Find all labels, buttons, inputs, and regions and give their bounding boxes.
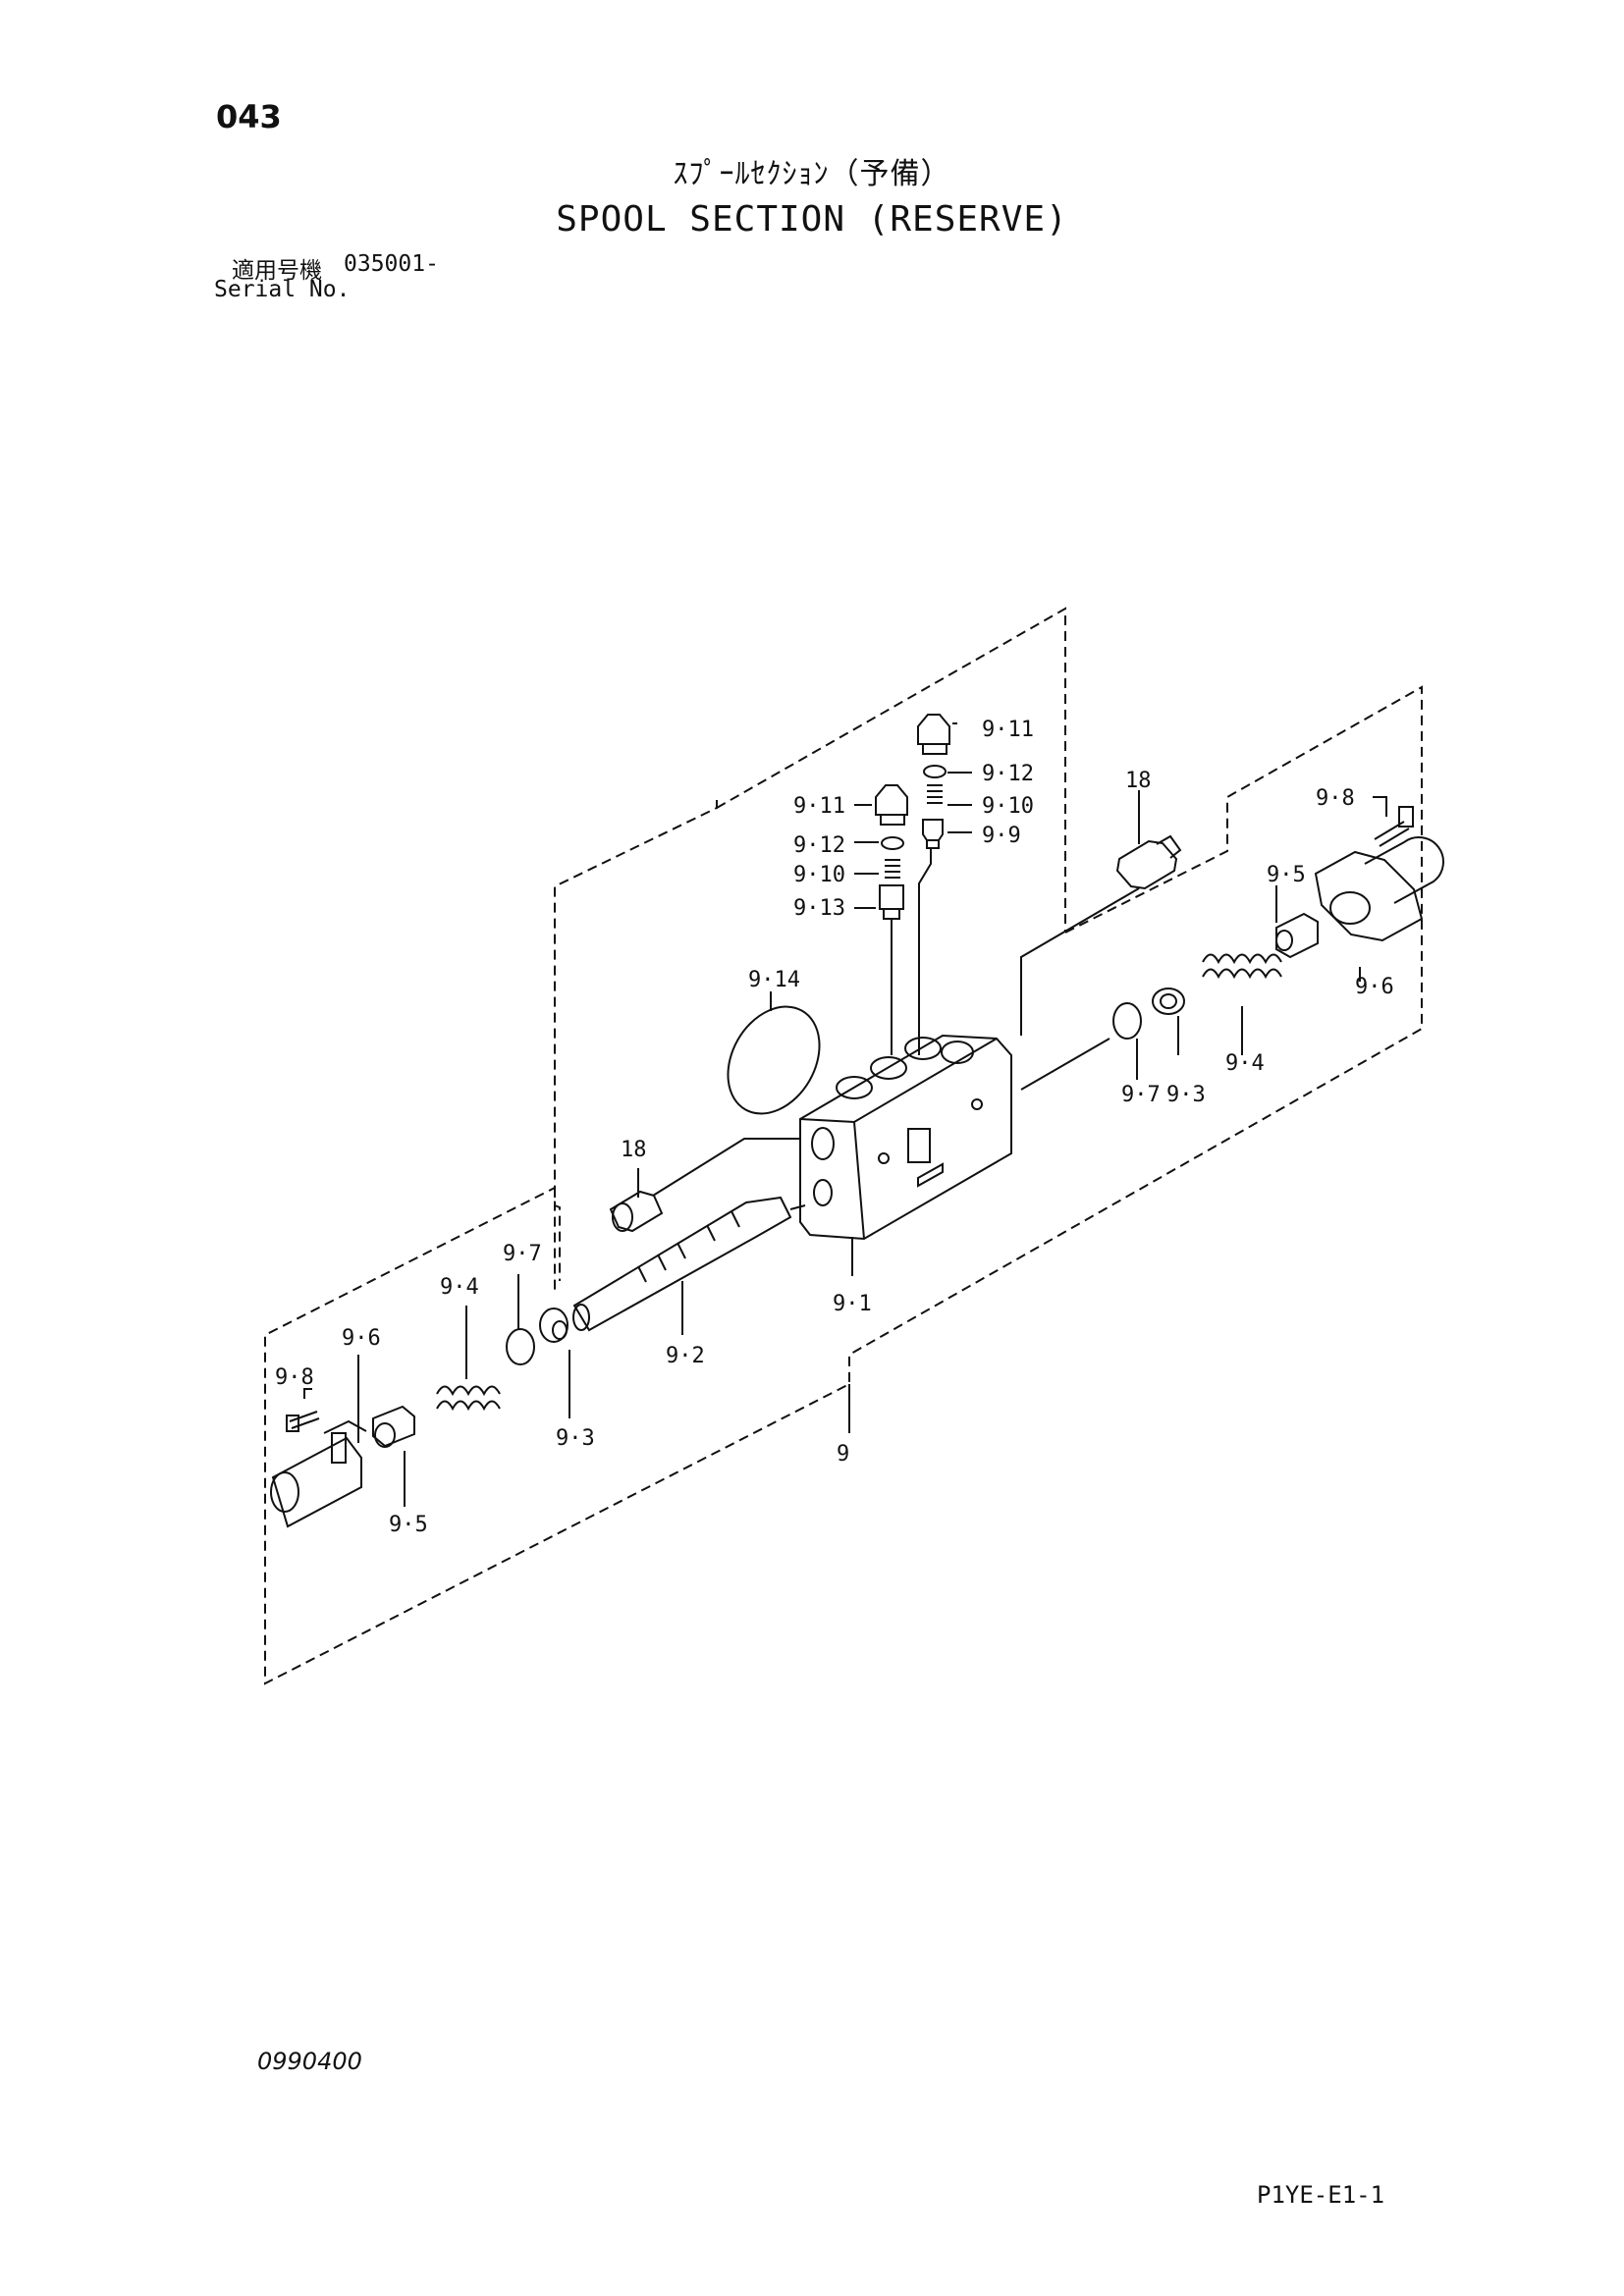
page-title-english: SPOOL SECTION (RESERVE) xyxy=(556,199,1068,240)
spring-9-4-right xyxy=(1202,953,1282,980)
callout-label: 9·3 xyxy=(556,1426,595,1451)
sleeve-9-5-left xyxy=(372,1405,415,1448)
cover-9-6-right xyxy=(1314,836,1444,942)
callout-label: 9·1 xyxy=(833,1292,872,1316)
callout-label: 9·4 xyxy=(440,1275,479,1300)
plug-9-11-upper xyxy=(917,714,950,755)
leader-lines xyxy=(303,722,1387,1507)
page-code: P1YE-E1-1 xyxy=(1257,2181,1385,2209)
callout-label: 9·12 xyxy=(982,762,1034,786)
o-ring-9-14 xyxy=(727,1005,821,1115)
sleeve-9-5-right xyxy=(1275,912,1319,959)
bolt-9-8-left xyxy=(286,1411,320,1432)
callout-label: 9·7 xyxy=(503,1242,542,1266)
plug-18-right xyxy=(1115,834,1182,890)
spring-seat-9-3-left xyxy=(539,1308,568,1343)
serial-label-english: Serial No. xyxy=(214,277,351,302)
o-ring-9-7-left xyxy=(506,1328,535,1365)
callout-label: 9·10 xyxy=(793,863,845,887)
plug-9-11-left xyxy=(875,784,908,826)
poppet-9-13 xyxy=(879,884,904,920)
callout-label: 9·8 xyxy=(1316,786,1355,811)
callout-label: 9·3 xyxy=(1166,1083,1206,1107)
callout-labels: 9·11 9·12 9·10 9·9 9·11 9·12 9·10 9·13 1… xyxy=(275,718,1394,1537)
serial-number-value: 035001- xyxy=(344,251,439,277)
spool-9-2 xyxy=(572,1196,792,1332)
o-ring-9-7-right xyxy=(1112,1002,1142,1040)
callout-label: 9·9 xyxy=(982,824,1021,848)
callout-label: 9·5 xyxy=(389,1513,428,1537)
valve-block-9-1 xyxy=(799,1034,1012,1241)
callout-label: 9·6 xyxy=(1355,975,1394,999)
callout-label: 9·10 xyxy=(982,794,1034,819)
callout-label: 9·11 xyxy=(982,718,1034,742)
document-code: 0990400 xyxy=(257,2048,362,2075)
serial-label-japanese: 適用号機 xyxy=(232,258,322,284)
o-ring-9-12-left xyxy=(881,836,904,850)
page-title-japanese: ｽﾌﾟｰﾙｾｸｼｮﾝ（予備） xyxy=(673,157,951,191)
page-number: 043 xyxy=(216,98,282,135)
spring-seat-9-3-right xyxy=(1152,988,1185,1015)
spring-9-10-upper xyxy=(927,784,943,804)
callout-label: 9·12 xyxy=(793,833,845,858)
callout-label: 9·6 xyxy=(342,1326,381,1351)
callout-label: 9·14 xyxy=(748,968,800,992)
callout-label: 18 xyxy=(621,1138,647,1162)
cover-9-6-left xyxy=(270,1419,367,1528)
callout-label: 9·13 xyxy=(793,896,845,921)
plug-18-left xyxy=(609,1190,664,1233)
callout-label: 9·4 xyxy=(1225,1051,1265,1076)
callout-label: 18 xyxy=(1125,769,1152,793)
callout-label: 9·2 xyxy=(666,1344,705,1368)
spring-9-4-left xyxy=(436,1385,501,1412)
callout-label: 9·11 xyxy=(793,794,845,819)
poppet-9-9 xyxy=(922,819,944,849)
o-ring-9-12-upper xyxy=(923,765,947,778)
bolt-9-8-right xyxy=(1374,806,1414,847)
spring-9-10-left xyxy=(885,859,900,879)
callout-label: 9·8 xyxy=(275,1365,314,1390)
callout-label: 9·5 xyxy=(1267,863,1306,887)
assembly-outline-upper xyxy=(264,607,1423,1685)
callout-label: 9 xyxy=(837,1442,849,1467)
callout-label: 9·7 xyxy=(1121,1083,1161,1107)
